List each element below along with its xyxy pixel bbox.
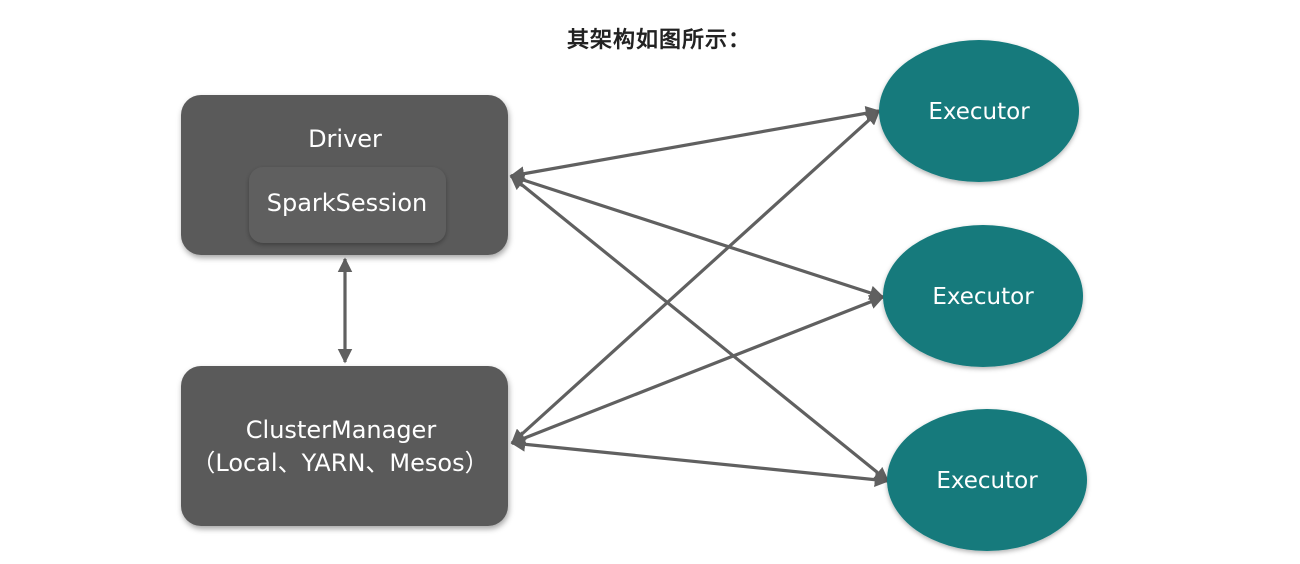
cluster-manager-sub-label: （Local、YARN、Mesos） <box>191 449 488 477</box>
driver-label: Driver <box>308 125 382 153</box>
arrow-driver-executor-2 <box>509 173 885 300</box>
cluster-manager-box <box>181 366 508 526</box>
executor-label-1: Executor <box>928 99 1030 125</box>
spark-session-box <box>249 167 446 243</box>
executor-ellipse-3 <box>887 409 1087 551</box>
executor-label-3: Executor <box>936 468 1038 494</box>
driver-node: Driver SparkSession <box>181 95 508 255</box>
connector-arrows <box>337 106 890 487</box>
page-title: 其架构如图所示： <box>566 28 751 53</box>
executor-ellipse-1 <box>879 40 1079 182</box>
executor-ellipse-2 <box>883 225 1083 367</box>
executor-node-1: Executor <box>879 40 1079 182</box>
arrow-driver-executor-1 <box>509 106 881 181</box>
arrow-driver-executor-3 <box>509 174 890 483</box>
cluster-manager-node: ClusterManager （Local、YARN、Mesos） <box>181 366 508 526</box>
arrow-cluster-manager-executor-3 <box>510 437 890 487</box>
arrow-cluster-manager-executor-2 <box>510 295 885 445</box>
spark-session-node: SparkSession <box>249 167 446 243</box>
cluster-manager-label: ClusterManager <box>246 416 437 444</box>
executor-label-2: Executor <box>932 284 1034 310</box>
spark-session-label: SparkSession <box>267 189 428 217</box>
executor-node-3: Executor <box>887 409 1087 551</box>
executor-node-2: Executor <box>883 225 1083 367</box>
